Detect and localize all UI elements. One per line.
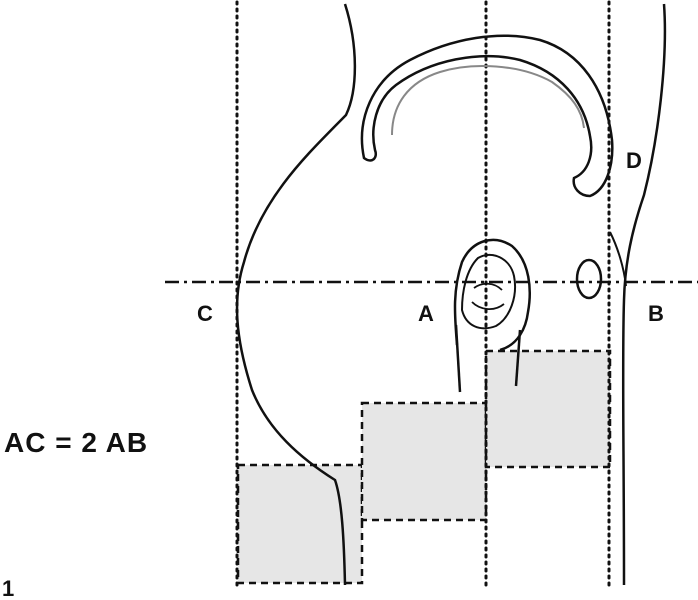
formula-text: AC = 2 AB [4, 427, 148, 458]
box-middle [360, 401, 488, 522]
central-stem-left [454, 324, 462, 393]
stepped-boxes [236, 349, 612, 585]
label-point-c: C [197, 301, 213, 326]
central-stem-right [514, 329, 522, 387]
figure-number: 1 [2, 576, 14, 600]
box-upper-right [484, 349, 612, 469]
posterior-notch [609, 231, 627, 287]
posterior-profile-curve [621, 3, 667, 586]
head-inner-line [391, 65, 585, 136]
central-structure [453, 238, 531, 352]
head-outline [360, 34, 614, 198]
central-structure-inner [460, 253, 516, 330]
central-structure-detail [471, 282, 505, 310]
label-point-b: B [648, 301, 664, 326]
anterior-profile-curve [235, 3, 357, 586]
label-point-d: D [626, 148, 642, 173]
label-point-a: A [418, 301, 434, 326]
oval-structure [575, 258, 603, 300]
